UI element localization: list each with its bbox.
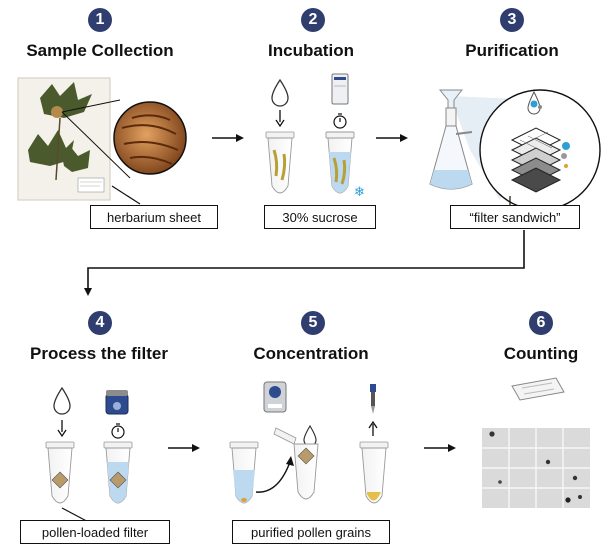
arrow-4-to-5 [168, 444, 200, 452]
step-3-title: Purification [465, 41, 559, 60]
step-2-label: 30% sucrose [264, 205, 376, 229]
filter-sandwich-icon [510, 127, 562, 193]
step-2-title: Incubation [268, 41, 354, 60]
tube-purified-icon [359, 441, 389, 504]
timer-icon [111, 423, 125, 439]
step-5-number: 5 [301, 311, 325, 335]
step-3-number: 3 [500, 8, 524, 32]
step-1-label: herbarium sheet [90, 205, 218, 229]
snowflake-icon: ❄ [354, 185, 365, 200]
step-2-number: 2 [301, 8, 325, 32]
step-6-title: Counting [503, 344, 579, 363]
water-drop-icon [53, 386, 71, 415]
vacuum-flask-icon [429, 107, 473, 190]
step-3-label: “filter sandwich” [450, 205, 580, 229]
concentration-illustration [229, 381, 389, 504]
timer-icon [333, 113, 347, 129]
water-drop-icon [303, 424, 317, 447]
row-connector-arrow [84, 230, 525, 296]
tube-open-lid-icon [273, 427, 319, 500]
sonicator-icon [105, 390, 129, 415]
incubation-illustration: ❄ [265, 73, 365, 200]
counting-grid-image [482, 428, 590, 508]
pipette-icon [370, 384, 376, 414]
step-4-number: 4 [88, 311, 112, 335]
step-5-title: Concentration [253, 344, 369, 363]
tube-centrifuged-icon [229, 441, 259, 504]
step-1-number: 1 [88, 8, 112, 32]
incubator-icon [331, 73, 349, 105]
step-4-label: pollen-loaded filter [20, 520, 170, 544]
tube-with-filter-icon [45, 441, 75, 504]
step-5-label: purified pollen grains [232, 520, 390, 544]
centrifuge-icon [263, 381, 287, 413]
step-4-title: Process the filter [30, 344, 168, 363]
step-1-title: Sample Collection [26, 41, 174, 60]
tube-with-filter-liquid-icon [103, 441, 133, 504]
tube-with-sucrose-icon [325, 131, 355, 194]
water-drop-icon [271, 78, 289, 107]
step-6-number: 6 [529, 311, 553, 335]
arrow-1-to-2 [212, 134, 244, 142]
hemocytometer-slide-icon [511, 377, 565, 401]
counting-illustration [482, 377, 590, 508]
process-filter-illustration [45, 386, 133, 527]
arrow-2-to-3 [376, 134, 408, 142]
herbarium-sheet-illustration [17, 77, 187, 205]
arrow-5-to-6 [424, 444, 456, 452]
magnified-pollen-icon [113, 101, 187, 175]
tube-icon [265, 131, 295, 194]
purification-illustration [429, 89, 601, 211]
